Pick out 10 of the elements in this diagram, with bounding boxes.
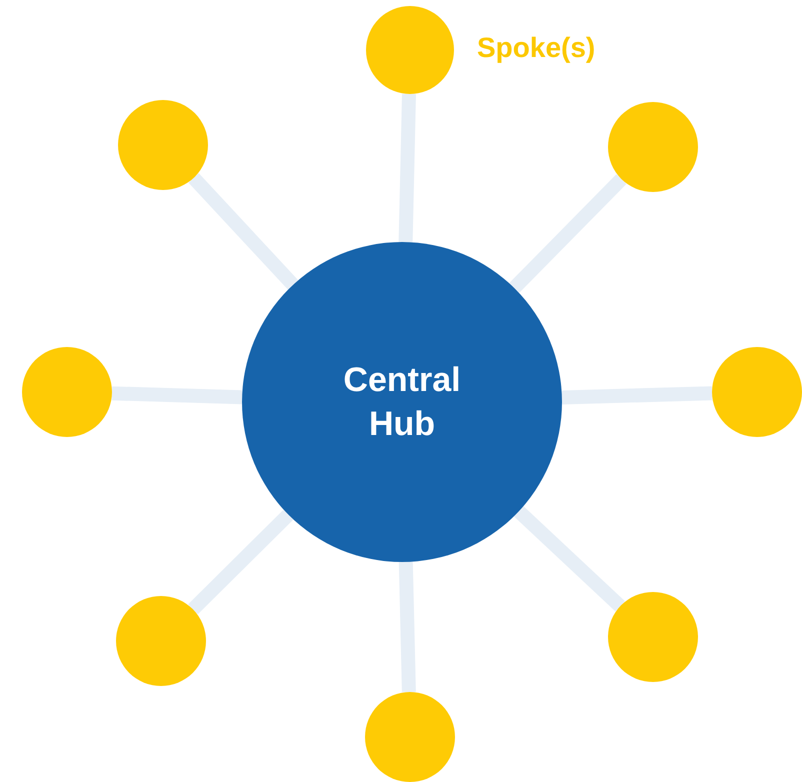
spoke-line (514, 506, 625, 612)
spoke-line (398, 94, 416, 242)
spoke-line (112, 386, 242, 404)
spoke-line (188, 510, 294, 614)
spoke-line (398, 562, 416, 692)
spoke-label: Spoke(s) (477, 32, 596, 64)
spoke-line (188, 173, 298, 290)
hub-label: Central Hub (342, 360, 462, 445)
spoke-line (509, 174, 626, 293)
spoke-line (562, 386, 712, 404)
